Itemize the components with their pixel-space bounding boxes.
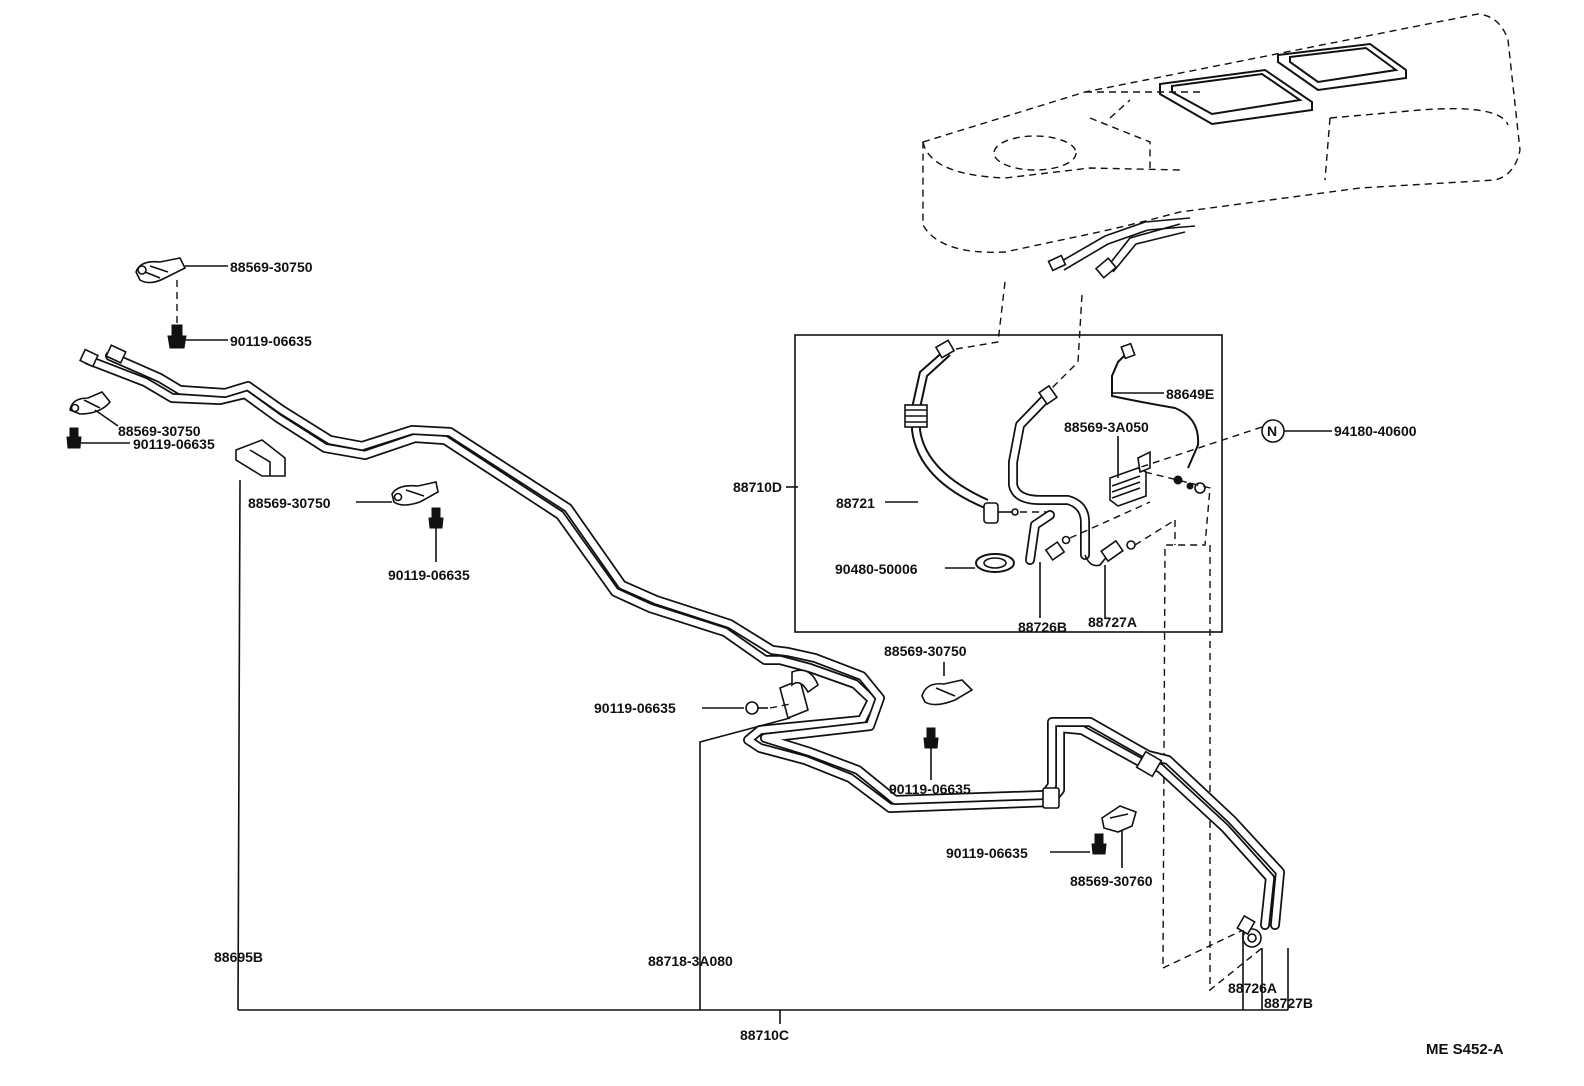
bolt-right [1091, 833, 1107, 855]
junction-dash [769, 703, 791, 709]
label-nut: 94180-40600 [1334, 423, 1417, 439]
bolt-mid [428, 507, 444, 529]
label-clamp-top: 88569-30750 [230, 259, 313, 275]
leader-clamp-left [94, 409, 119, 427]
clamp-3a050 [1109, 450, 1151, 507]
label-pipe-c: 88710C [740, 1027, 789, 1043]
label-hose: 88721 [836, 495, 875, 511]
pipe-88726b [1008, 384, 1090, 565]
o-ring [975, 553, 1015, 573]
label-clamp-box: 88569-3A050 [1064, 419, 1149, 435]
main-pipe-run [79, 344, 1285, 948]
unit-pipe-stubs [1047, 217, 1196, 279]
label-clamp-mid: 88569-30750 [248, 495, 331, 511]
label-bolt-left: 90119-06635 [133, 436, 215, 452]
vertical-dash-3 [1209, 545, 1263, 992]
label-727a: 88727A [1088, 614, 1137, 630]
label-clamp-right: 88569-30760 [1070, 873, 1153, 889]
label-bolt-junction: 90119-06635 [594, 700, 676, 716]
vertical-dash-4 [1162, 929, 1244, 969]
bracket-left [235, 439, 286, 477]
bolt-lower [923, 727, 939, 749]
subassembly-box [794, 334, 1223, 633]
label-hose-e: 88649E [1166, 386, 1214, 402]
label-pipe-mid: 88718-3A080 [648, 953, 733, 969]
label-bolt-right: 90119-06635 [946, 845, 1028, 861]
label-pipe-left: 88695B [214, 949, 263, 965]
bolt-top [167, 324, 187, 349]
leader-pipe-mid [699, 717, 791, 1010]
bolt-left [66, 427, 82, 449]
connector-dash-2 [1047, 294, 1083, 393]
connector-dash-1 [949, 281, 1006, 351]
label-clamp-left: 88569-30750 [118, 423, 201, 439]
clamp-top [135, 257, 187, 284]
clamp-lower [921, 679, 974, 706]
hose-88649e [1111, 342, 1206, 494]
junction-bracket [779, 669, 819, 720]
box-dash-b [1134, 519, 1176, 546]
clamp-mid [391, 481, 439, 506]
label-bolt-mid: 90119-06635 [388, 567, 470, 583]
label-pipe-a: 88726A [1228, 980, 1277, 996]
vertical-dash-1 [1144, 471, 1211, 969]
nut-symbol-circle [1261, 419, 1285, 443]
label-nut-symbol: N [1267, 423, 1277, 439]
bolt-junction [745, 701, 768, 715]
label-bolt-lower: 90119-06635 [889, 781, 971, 797]
label-assy-d: 88710D [733, 479, 782, 495]
label-clamp-lower: 88569-30750 [884, 643, 967, 659]
label-bolt-top: 90119-06635 [230, 333, 312, 349]
box-dash-a [1069, 501, 1151, 539]
unit-outline-dashed [922, 13, 1521, 253]
nut-dash [1137, 426, 1263, 469]
pipe-88727a [1044, 535, 1136, 567]
label-oring: 90480-50006 [835, 561, 918, 577]
unit-window-left [1159, 68, 1313, 126]
hose-88721 [904, 339, 1019, 524]
label-726b: 88726B [1018, 619, 1067, 635]
unit-window-right [1277, 42, 1407, 92]
label-pipe-b: 88727B [1264, 995, 1313, 1011]
leader-pipe-left [237, 479, 241, 1011]
clamp-left [69, 391, 112, 415]
diagram-code: ME S452-A [1426, 1041, 1504, 1058]
clamp-right [1101, 805, 1137, 833]
